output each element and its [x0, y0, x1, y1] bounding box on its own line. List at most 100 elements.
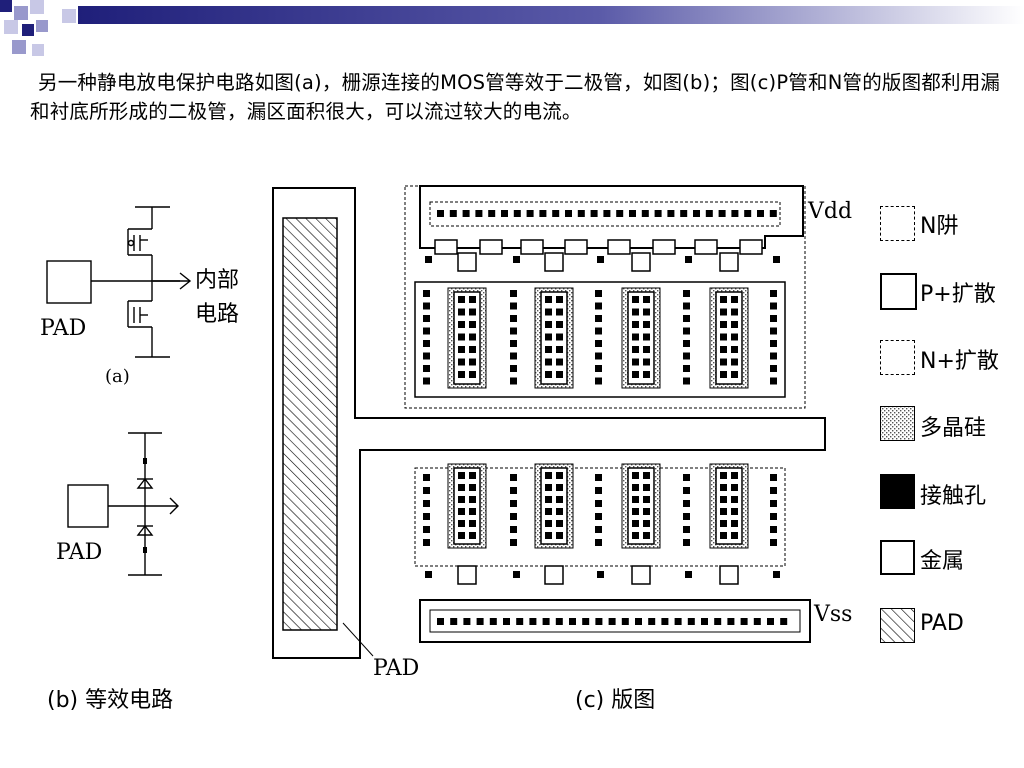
vdd-contact — [629, 210, 636, 217]
drain-contact — [643, 321, 650, 328]
vss-contact — [635, 618, 642, 625]
drain-contact — [458, 520, 465, 527]
vss-contact — [476, 618, 484, 625]
drain-contact — [770, 315, 777, 322]
drain-contact — [643, 358, 650, 366]
drain-contact — [643, 333, 650, 341]
drain-contact — [770, 513, 777, 520]
drain-contact — [683, 365, 690, 372]
drain-contact — [469, 308, 476, 316]
vdd-contact — [437, 210, 444, 217]
drain-contact — [770, 290, 777, 297]
drain-contact — [595, 487, 602, 494]
drain-contact — [770, 352, 777, 360]
metal-tab — [434, 239, 458, 255]
vdd-contact — [641, 210, 649, 217]
vdd-contact — [667, 210, 675, 217]
drain-metal — [715, 467, 743, 545]
drain-contact — [458, 308, 465, 316]
drain-contact — [595, 500, 602, 507]
legend-nplus-swatch — [880, 340, 915, 375]
drain-contact — [556, 508, 563, 515]
drain-contact — [458, 472, 465, 479]
circuit-a-tag: (a) — [105, 366, 130, 387]
circuit-b-pad-label: PAD — [56, 540, 103, 565]
drain-contact — [510, 302, 517, 310]
drain-contact — [731, 333, 738, 341]
legend-pplus-label: P+扩散 — [920, 282, 996, 307]
drain-contact — [423, 302, 430, 310]
vdd-contact — [539, 210, 547, 217]
legend-metal-label: 金属 — [920, 549, 965, 574]
legend: N阱 P+扩散 N+扩散 多晶硅 接触孔 金属 PAD — [880, 198, 1020, 658]
drain-contact — [469, 532, 476, 539]
drain-contact — [510, 474, 517, 481]
drain-contact — [595, 365, 602, 372]
drain-contact — [556, 472, 563, 479]
vdd-contact — [449, 210, 457, 217]
drain-contact — [632, 296, 639, 303]
vdd-contact — [757, 210, 764, 217]
drain-contact — [770, 487, 777, 494]
vss-contact — [753, 618, 761, 625]
legend-pad-swatch — [880, 608, 915, 643]
vss-contact — [648, 618, 656, 625]
drain-contact — [731, 496, 738, 503]
drain-contact — [423, 290, 430, 297]
drain-contact — [731, 532, 738, 539]
drain-contact — [632, 346, 639, 353]
drain-contact — [545, 508, 552, 515]
vdd-contact — [731, 210, 739, 217]
drain-contact — [720, 472, 727, 479]
drain-contact — [632, 496, 639, 503]
vdd-contact — [769, 210, 777, 217]
drain-contact — [683, 474, 690, 481]
drain-contact — [770, 526, 777, 533]
gate-strap — [544, 565, 564, 585]
drain-contact — [545, 346, 552, 353]
drain-contact — [720, 496, 727, 503]
drain-contact — [458, 496, 465, 503]
drain-contact — [458, 508, 465, 515]
drain-contact — [643, 496, 650, 503]
drain-contact — [643, 520, 650, 527]
vss-contact — [701, 618, 708, 625]
drain-contact — [458, 358, 465, 366]
vss-contact — [569, 618, 576, 625]
drain-contact — [720, 358, 727, 366]
drain-contact — [683, 352, 690, 360]
drain-contact — [720, 296, 727, 303]
gate-contact — [597, 571, 604, 578]
drain-contact — [458, 333, 465, 341]
drain-metal — [627, 291, 655, 385]
drain-contact — [469, 358, 476, 366]
drain-contact — [770, 302, 777, 310]
legend-contact-swatch — [880, 474, 915, 509]
drain-contact — [545, 532, 552, 539]
legend-metal-swatch — [880, 540, 915, 575]
drain-contact — [683, 377, 690, 385]
drain-metal — [627, 467, 655, 545]
drain-contact — [545, 296, 552, 303]
drain-contact — [458, 371, 465, 378]
vss-contact — [529, 618, 537, 625]
gate-contact — [685, 571, 692, 578]
description-paragraph: 另一种静电放电保护电路如图(a)，栅源连接的MOS管等效于二极管，如图(b)；图… — [30, 71, 1001, 123]
drain-contact — [556, 333, 563, 341]
drain-contact — [731, 308, 738, 316]
drain-contact — [720, 333, 727, 341]
drain-contact — [458, 346, 465, 353]
vss-contact — [450, 618, 458, 625]
drain-contact — [510, 290, 517, 297]
drain-contact — [510, 340, 517, 347]
drain-contact — [423, 327, 430, 335]
drain-contact — [556, 520, 563, 527]
drain-contact — [469, 520, 476, 527]
drain-contact — [683, 539, 690, 546]
gate-strap — [544, 252, 564, 272]
vdd-contact — [475, 210, 483, 217]
drain-contact — [469, 296, 476, 303]
vss-contact — [687, 618, 695, 625]
drain-contact — [510, 539, 517, 546]
gate-contact — [685, 256, 692, 263]
